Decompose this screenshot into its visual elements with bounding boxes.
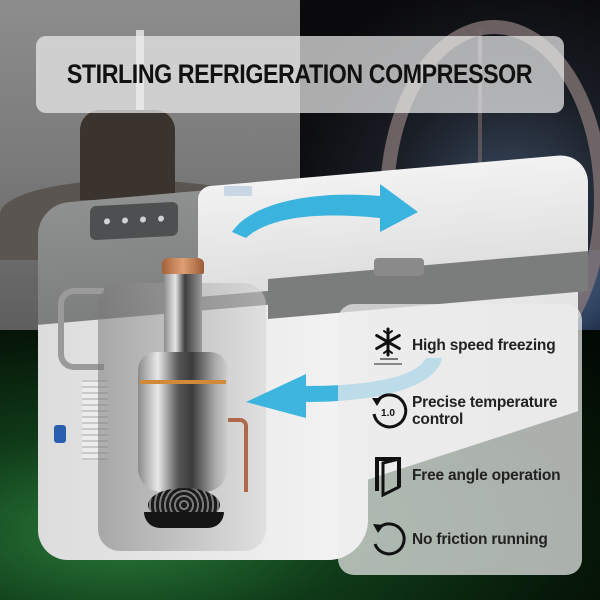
feature-high-speed-freezing: High speed freezing [368, 324, 556, 366]
feature-label: High speed freezing [412, 336, 556, 354]
feature-label: No friction running [412, 530, 548, 548]
compressor-cold-finger [164, 272, 202, 352]
compressor-copper-cap [162, 258, 204, 274]
rotate-icon [368, 518, 408, 560]
page-title: STIRLING REFRIGERATION COMPRESSOR [67, 59, 533, 89]
compressor-brass-ring [140, 380, 226, 384]
precision-dial-icon: 1.0 [368, 390, 408, 432]
panel-button [104, 218, 110, 225]
feature-precise-temperature-control: 1.0 Precise temperature control [368, 390, 557, 432]
side-handle [58, 288, 104, 370]
feature-label-line1: Precise temperature [412, 394, 558, 411]
fridge-control-panel [90, 201, 178, 241]
door-angle-icon [368, 454, 408, 497]
features-panel: High speed freezing 1.0 Precise temperat… [338, 304, 582, 575]
airflow-arrow-right-icon [232, 184, 418, 238]
snowflake-icon [368, 324, 408, 366]
compressor-foot [144, 512, 224, 528]
brand-logo [224, 186, 252, 196]
panel-button [122, 217, 128, 224]
feature-label: Free angle operation [412, 466, 561, 484]
title-banner: STIRLING REFRIGERATION COMPRESSOR [36, 36, 564, 113]
power-port [54, 425, 66, 443]
feature-free-angle-operation: Free angle operation [368, 454, 561, 497]
lid-latch [374, 258, 424, 276]
feature-no-friction-running: No friction running [368, 518, 548, 560]
panel-button [158, 215, 164, 222]
feature-label: Precise temperature control [412, 394, 557, 428]
feature-label-line2: control [412, 411, 464, 428]
submarine-tower [80, 110, 175, 200]
dial-value: 1.0 [381, 408, 395, 419]
compressor-body [138, 352, 228, 492]
panel-button [140, 216, 146, 223]
compressor-copper-pipe [226, 418, 248, 492]
